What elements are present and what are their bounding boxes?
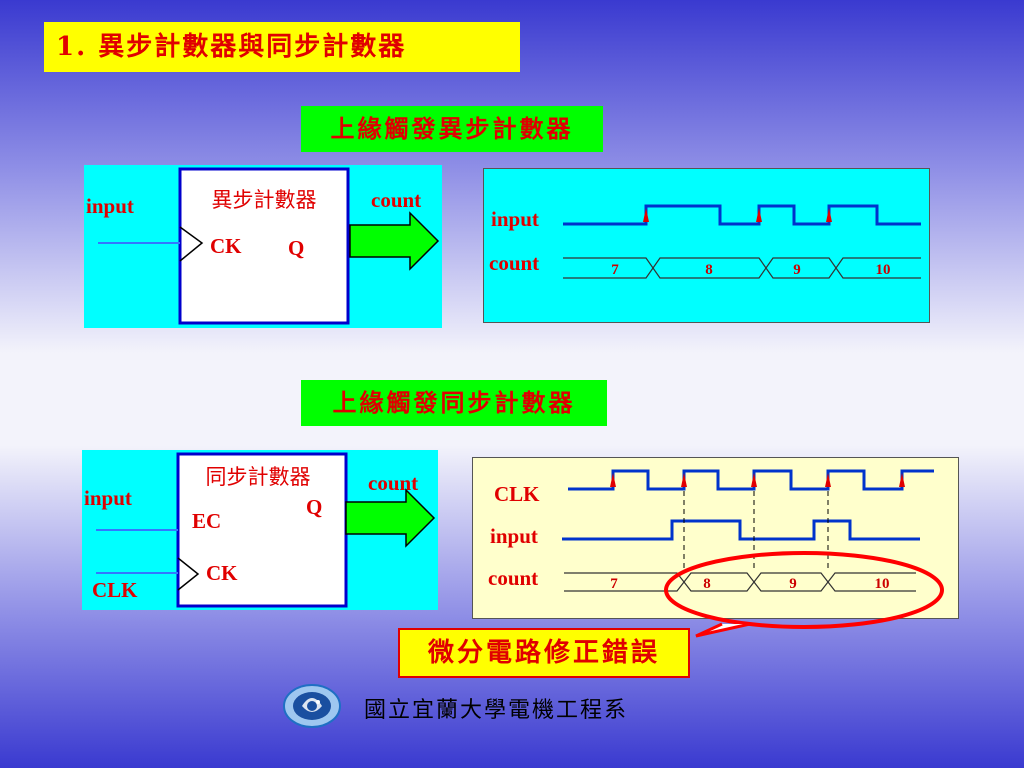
async-rising-edge-arrow-2	[756, 208, 762, 222]
sync-edge-markers	[610, 473, 905, 487]
async-rising-edge-arrow-1	[643, 208, 649, 222]
async-input-label: input	[86, 194, 134, 218]
async-rising-edge-arrow-3	[826, 208, 832, 222]
sync-timing-count-label: count	[488, 566, 538, 590]
async-output-arrow-icon	[349, 211, 440, 271]
sync-block-title: 同步計數器	[206, 465, 311, 489]
error-highlight-ellipse	[664, 551, 944, 629]
error-highlight-overlay	[664, 551, 944, 638]
sync-count-value: 10	[875, 576, 890, 592]
async-edge-markers	[643, 208, 832, 222]
async-timing-count-label: count	[489, 251, 539, 275]
sync-ck-label: CK	[206, 561, 238, 585]
async-ck-label: CK	[210, 234, 242, 258]
async-counter-label: 上緣觸發異步計數器	[301, 106, 603, 152]
async-count-value: 10	[876, 262, 891, 278]
async-counter-box	[178, 167, 350, 325]
async-count-value: 7	[611, 262, 619, 278]
error-correction-callout: 微分電路修正錯誤	[398, 628, 690, 678]
async-clock-triangle-icon	[179, 226, 204, 262]
async-timing-input-label: input	[491, 207, 539, 231]
sync-counter-block-diagram: 同步計數器 EC Q CK input CLK count	[82, 450, 438, 610]
sync-count-value: 7	[610, 576, 618, 592]
sync-count-value: 8	[703, 576, 711, 592]
slide-title: 1. 異步計數器與同步計數器	[44, 22, 520, 72]
sync-count-label: count	[368, 471, 418, 495]
sync-rising-edge-arrow-4	[825, 473, 831, 487]
sync-timing-clk-label: CLK	[494, 482, 540, 506]
async-count-label: count	[371, 188, 421, 212]
sync-clk-label: CLK	[92, 578, 138, 602]
async-q-label: Q	[288, 236, 304, 260]
sync-input-waveform	[562, 519, 920, 541]
sync-rising-edge-arrow-3	[751, 473, 757, 487]
async-count-value: 8	[705, 262, 713, 278]
async-block-title: 異步計數器	[212, 188, 317, 212]
async-count-bus-upper	[563, 257, 921, 279]
callout-pointer-icon	[695, 622, 751, 638]
footer-department: 國立宜蘭大學電機工程系	[364, 698, 629, 723]
sync-output-arrow-icon	[345, 488, 436, 548]
sync-count-value: 9	[789, 576, 797, 592]
sync-rising-edge-arrow-5	[899, 473, 905, 487]
async-input-waveform	[563, 204, 921, 226]
sync-counter-label: 上緣觸發同步計數器	[301, 380, 607, 426]
sync-rising-edge-arrow-2	[681, 473, 687, 487]
sync-clock-triangle-icon	[177, 557, 200, 591]
sync-timing-input-label: input	[490, 524, 538, 548]
sync-q-label: Q	[306, 495, 322, 519]
sync-timing-diagram: CLK input count 7 8 9 10	[472, 457, 959, 619]
sync-ec-label: EC	[192, 509, 221, 533]
async-count-value: 9	[793, 262, 801, 278]
async-timing-diagram: input count 7 8 9 10	[483, 168, 930, 323]
university-logo-icon	[283, 684, 341, 728]
sync-rising-edge-arrow-1	[610, 473, 616, 487]
sync-input-label: input	[84, 486, 132, 510]
async-counter-block-diagram: 異步計數器 CK Q input count	[84, 165, 442, 328]
async-timing-panel	[483, 168, 930, 323]
sync-count-bus-upper	[564, 572, 916, 592]
